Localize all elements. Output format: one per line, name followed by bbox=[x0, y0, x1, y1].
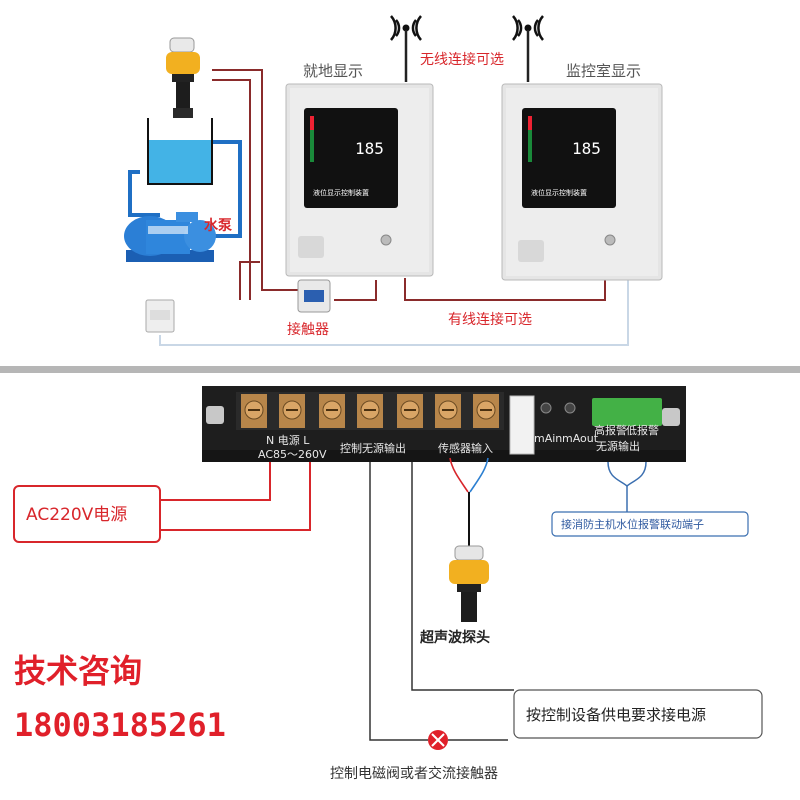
water-pump bbox=[124, 212, 216, 262]
ac-wires bbox=[160, 462, 311, 531]
panel-caption-monitor: 液位显示控制装置 bbox=[531, 188, 587, 197]
fire-link-bracket bbox=[607, 461, 647, 512]
panel-reading-monitor: 185 bbox=[572, 139, 601, 158]
phone-number: 18003185261 bbox=[14, 706, 226, 744]
monitor-display-label: 监控室显示 bbox=[566, 62, 641, 80]
power-note-label: 按控制设备供电要求接电源 bbox=[526, 706, 706, 724]
terminal-screw bbox=[435, 394, 461, 428]
control-output-label: 控制无源输出 bbox=[340, 441, 406, 455]
top-wires bbox=[212, 69, 606, 301]
wired-label: 有线连接可选 bbox=[448, 311, 532, 328]
panel-reading-local: 185 bbox=[355, 139, 384, 158]
water-pipes bbox=[128, 140, 242, 238]
passive-output-label: 无源输出 bbox=[596, 439, 640, 453]
valve-symbol-icon bbox=[428, 730, 448, 750]
tech-consult-title: 技术咨询 bbox=[14, 652, 142, 690]
contactor-device bbox=[297, 279, 331, 313]
power-terminal-label: N 电源 L bbox=[266, 433, 310, 447]
ma-out-label: mAout bbox=[562, 432, 599, 445]
pump-label: 水泵 bbox=[204, 217, 232, 234]
ultrasonic-probe-label: 超声波探头 bbox=[419, 629, 490, 646]
terminal-screw bbox=[473, 394, 499, 428]
section-divider bbox=[0, 366, 800, 373]
terminal-screw bbox=[241, 394, 267, 428]
contactor-small bbox=[145, 299, 175, 333]
terminal-screw bbox=[397, 394, 423, 428]
ma-terminals bbox=[540, 402, 576, 414]
wireless-icon-left bbox=[390, 15, 422, 82]
power-range-label: AC85～260V bbox=[258, 448, 327, 461]
terminal-screws bbox=[241, 394, 499, 428]
fire-link-box bbox=[551, 511, 749, 537]
terminal-screw bbox=[279, 394, 305, 428]
panel-caption-local: 液位显示控制装置 bbox=[313, 188, 369, 197]
wireless-icon-right bbox=[512, 15, 544, 82]
power-note-box bbox=[513, 689, 763, 739]
ultrasonic-sensor-top bbox=[166, 37, 200, 118]
ac-power-box bbox=[13, 485, 161, 543]
terminal-screw bbox=[319, 394, 345, 428]
wireless-label: 无线连接可选 bbox=[420, 51, 504, 68]
top-grey-wire bbox=[159, 280, 629, 346]
terminal-screw bbox=[357, 394, 383, 428]
cabinet-local bbox=[285, 83, 434, 277]
ultrasonic-probe-icon bbox=[449, 545, 489, 622]
water-tank bbox=[147, 118, 213, 185]
contactor-label: 接触器 bbox=[287, 321, 329, 338]
local-display-label: 就地显示 bbox=[303, 62, 363, 80]
control-wires bbox=[369, 462, 514, 741]
alarm-low-label: 低报警 bbox=[626, 423, 659, 437]
probe-wires bbox=[449, 457, 489, 548]
control-valve-label: 控制电磁阀或者交流接触器 bbox=[330, 765, 498, 782]
cabinet-monitor bbox=[501, 83, 663, 281]
fire-link-label: 接消防主机水位报警联动端子 bbox=[561, 517, 704, 531]
alarm-high-label: 高报警 bbox=[594, 423, 627, 437]
ma-in-label: mAin bbox=[534, 432, 562, 445]
ac-power-label: AC220V电源 bbox=[26, 505, 127, 525]
sensor-input-label: 传感器输入 bbox=[438, 441, 493, 455]
